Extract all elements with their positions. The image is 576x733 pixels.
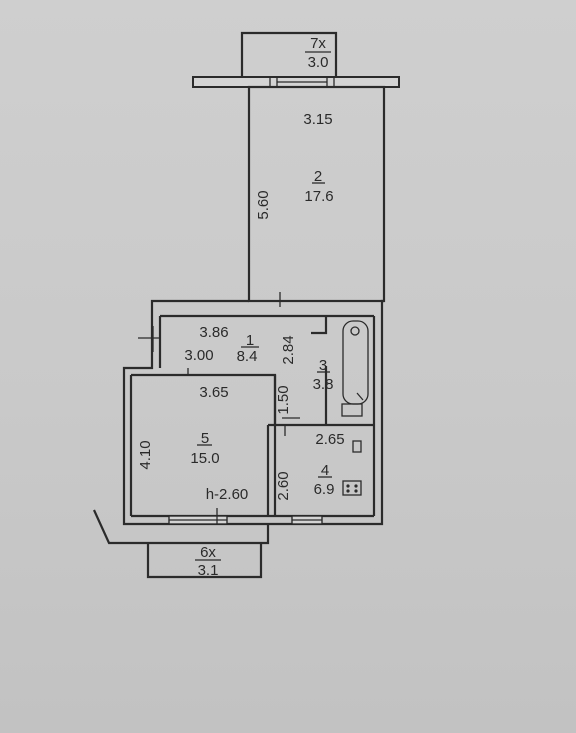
room1-area: 8.4 [237, 348, 258, 365]
room3-number: 3 [319, 357, 327, 374]
room4-area: 6.9 [314, 481, 335, 498]
room4-number: 4 [321, 462, 329, 479]
room1-number: 1 [246, 332, 254, 349]
room5-length: 4.10 [137, 440, 154, 469]
room2-length: 5.60 [255, 190, 272, 219]
top-balcony: 7x 3.0 [240, 31, 338, 77]
ceiling-height: h-2.60 [206, 486, 249, 503]
room2-number: 2 [314, 168, 322, 185]
room-5: 3.65 4.10 5 15.0 h-2.60 [131, 368, 277, 516]
room2-area: 17.6 [304, 188, 333, 205]
room3-area: 3.8 [313, 376, 334, 393]
room3-length: 1.50 [275, 385, 292, 414]
stove-icon [342, 480, 362, 496]
room4-width: 2.65 [315, 431, 344, 448]
bottom-windows [168, 508, 323, 525]
room-1: 3.86 3.00 1 8.4 2.84 [184, 324, 297, 365]
room-2: 3.15 5.60 2 17.6 [247, 85, 386, 307]
balcony-top-label: 7x [310, 35, 326, 52]
cabinet-icon [352, 440, 362, 453]
room5-width: 3.65 [199, 384, 228, 401]
lower-block-outline [122, 299, 384, 526]
top-wall [192, 76, 400, 88]
room-4: 2.65 2.60 4 6.9 [266, 423, 374, 516]
room5-area: 15.0 [190, 450, 219, 467]
room4-length: 2.60 [275, 471, 292, 500]
balcony-bottom-size: 3.1 [198, 562, 219, 579]
sink-icon [341, 403, 363, 417]
bottom-balcony: 6x 3.1 [92, 509, 270, 579]
balcony-top-size: 3.0 [308, 54, 329, 71]
balcony-bottom-label: 6x [200, 544, 216, 561]
bathtub-icon [342, 320, 369, 405]
room5-number: 5 [201, 430, 209, 447]
room-3: 3 3.8 [311, 316, 369, 425]
room1-width-bottom: 3.00 [184, 347, 213, 364]
room1-width-top: 3.86 [199, 324, 228, 341]
room2-width: 3.15 [303, 111, 332, 128]
room1-length: 2.84 [280, 335, 297, 364]
